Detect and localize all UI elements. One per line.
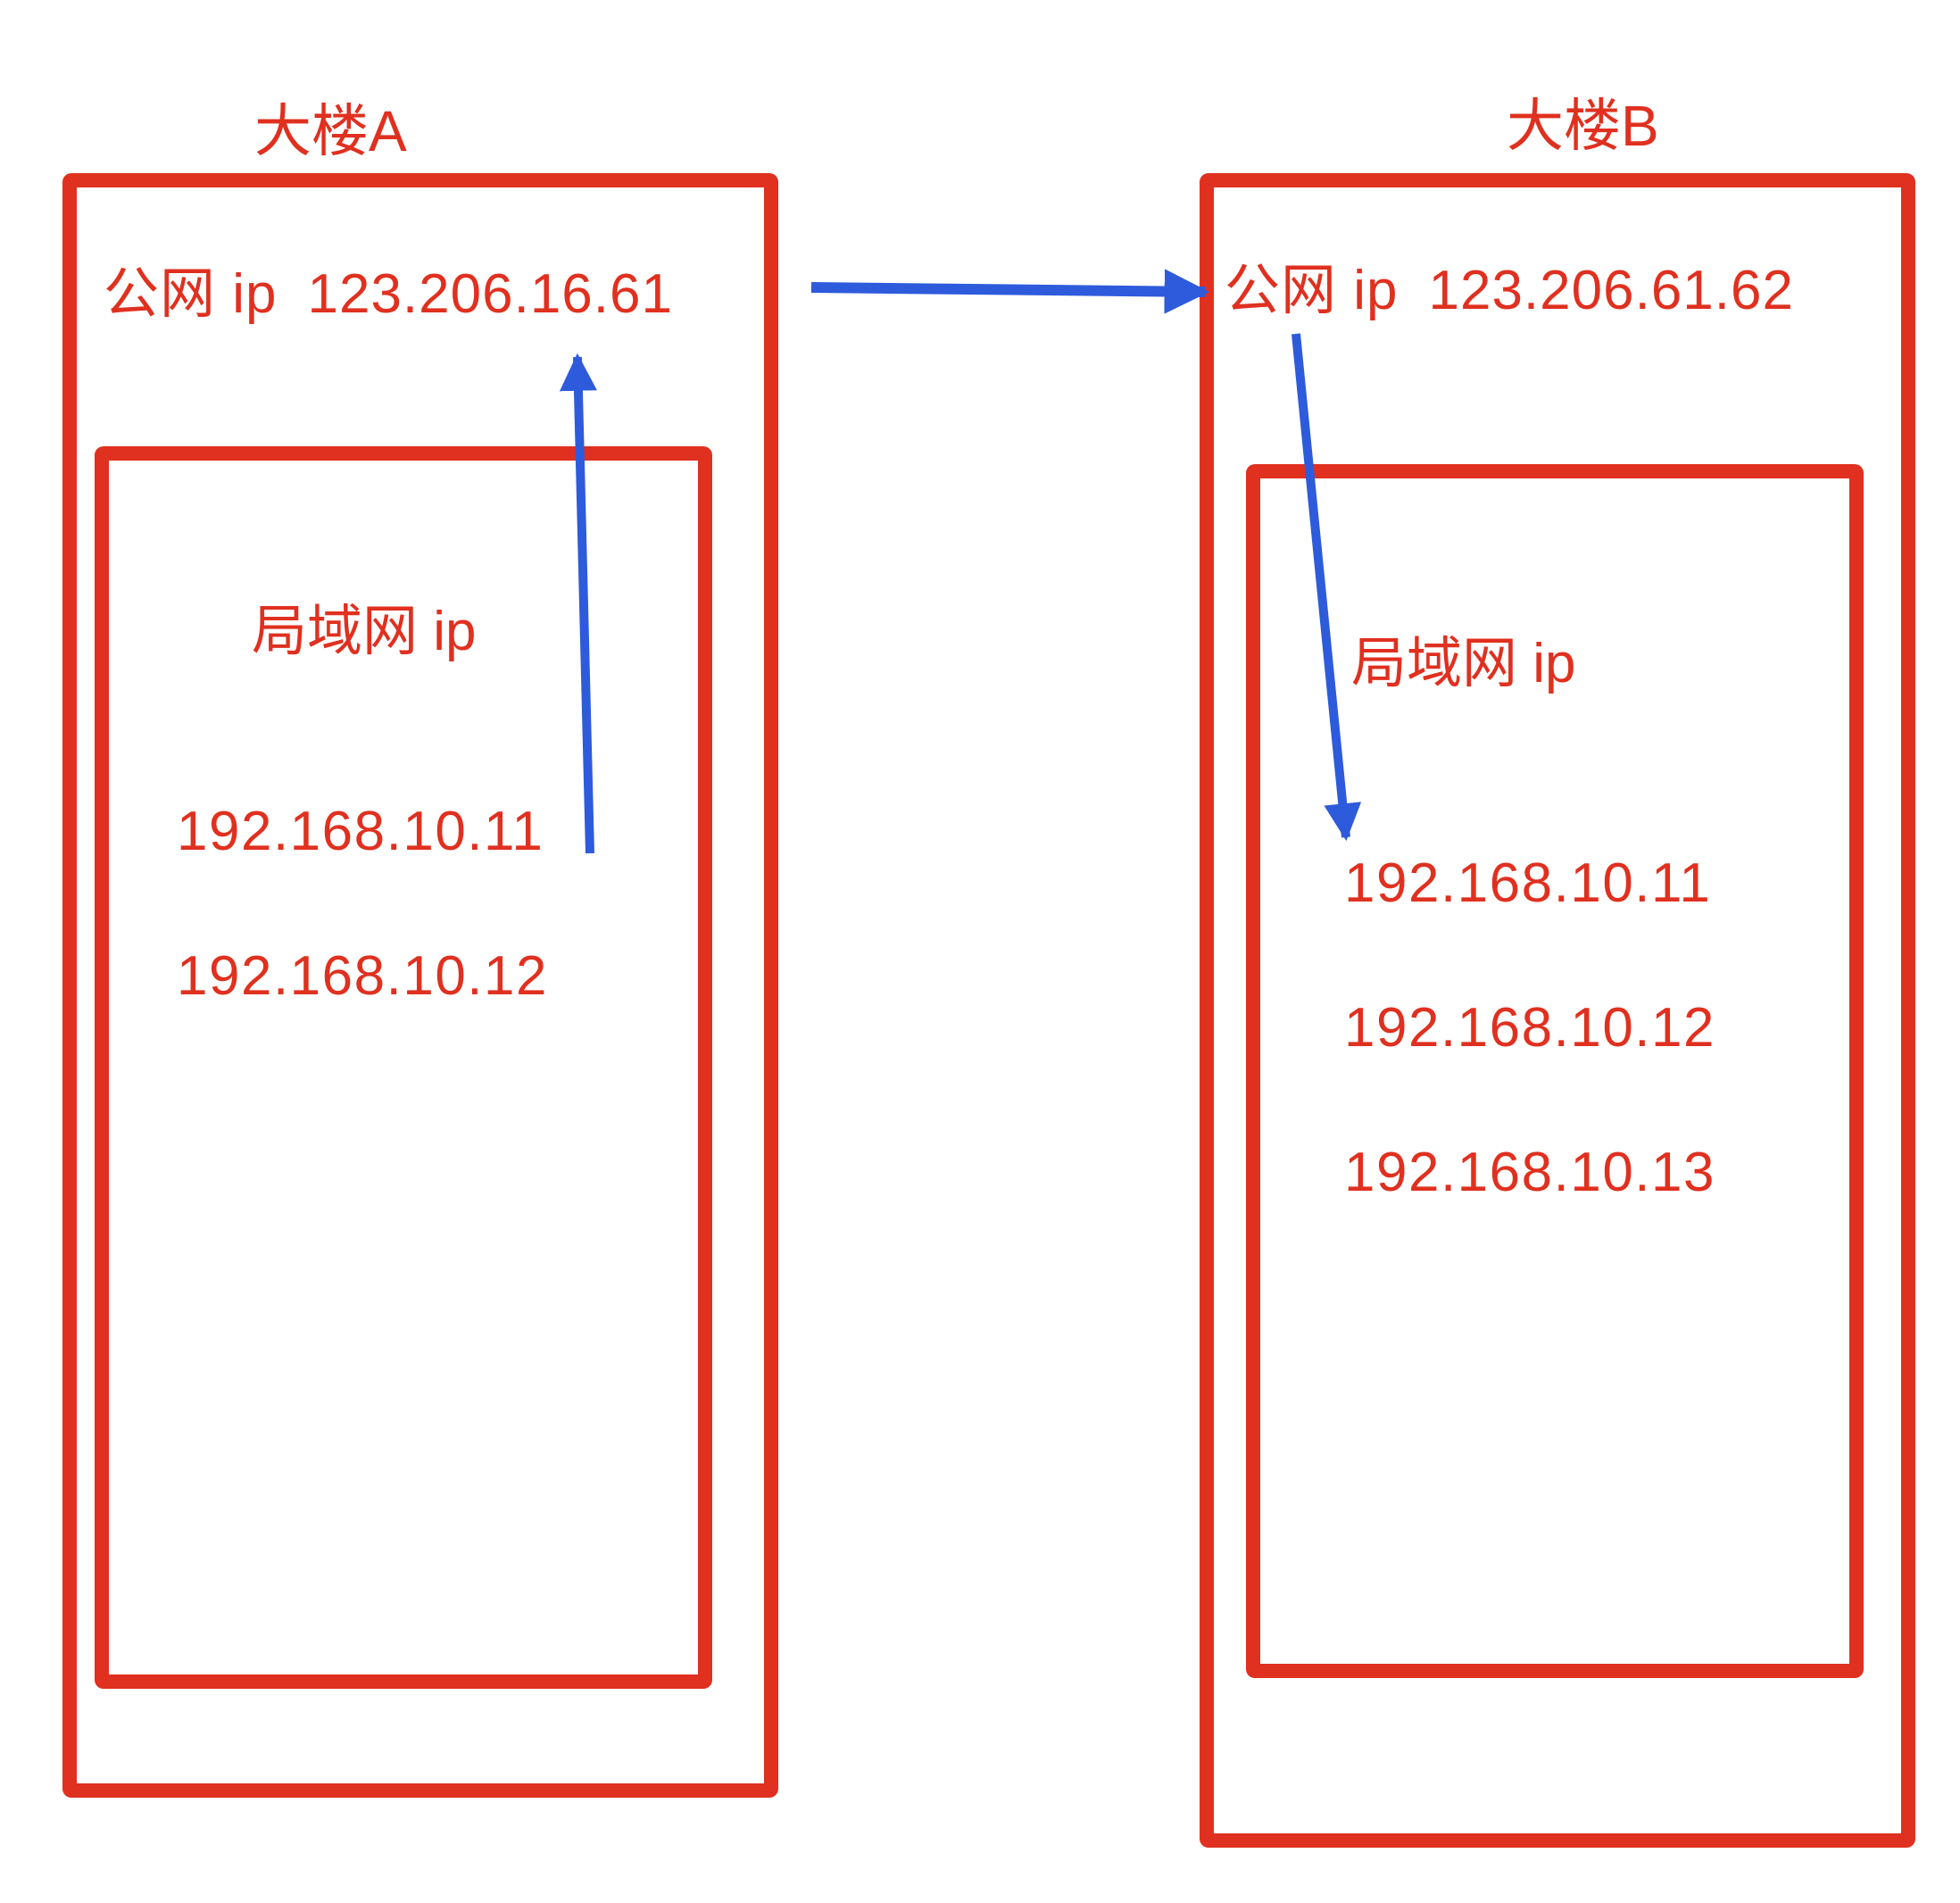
arrow-a-public-to-b-public xyxy=(810,269,1210,314)
building-a-lan-box xyxy=(95,446,712,1689)
building-b-lan-ip-0: 192.168.10.11 xyxy=(1344,852,1712,914)
building-b-title: 大楼B xyxy=(1507,94,1659,158)
building-a-lan-ip-0: 192.168.10.11 xyxy=(177,801,544,862)
building-a-public-ip-line: 公网 ip 123.206.16.61 xyxy=(104,262,673,326)
building-b-public-ip-value: 123.206.61.62 xyxy=(1428,260,1794,321)
building-b-public-ip-line: 公网 ip 123.206.61.62 xyxy=(1225,259,1794,322)
building-a-lan-label: 局域网 ip xyxy=(252,601,477,662)
building-b-lan-ip-1: 192.168.10.12 xyxy=(1344,997,1715,1059)
building-b-lan-label: 局域网 ip xyxy=(1351,633,1576,694)
building-a-lan-ip-1: 192.168.10.12 xyxy=(177,945,548,1007)
building-b-box xyxy=(1200,173,1915,1848)
building-b-lan-ip-2: 192.168.10.13 xyxy=(1344,1142,1715,1203)
building-a-public-ip-value: 123.206.16.61 xyxy=(307,263,673,325)
building-a-public-ip-label: 公网 ip xyxy=(104,263,278,325)
building-b-public-ip-label: 公网 ip xyxy=(1225,260,1399,321)
building-b-lan-box xyxy=(1246,464,1864,1678)
building-a-box xyxy=(62,173,778,1798)
building-a-title: 大楼A xyxy=(254,99,407,163)
